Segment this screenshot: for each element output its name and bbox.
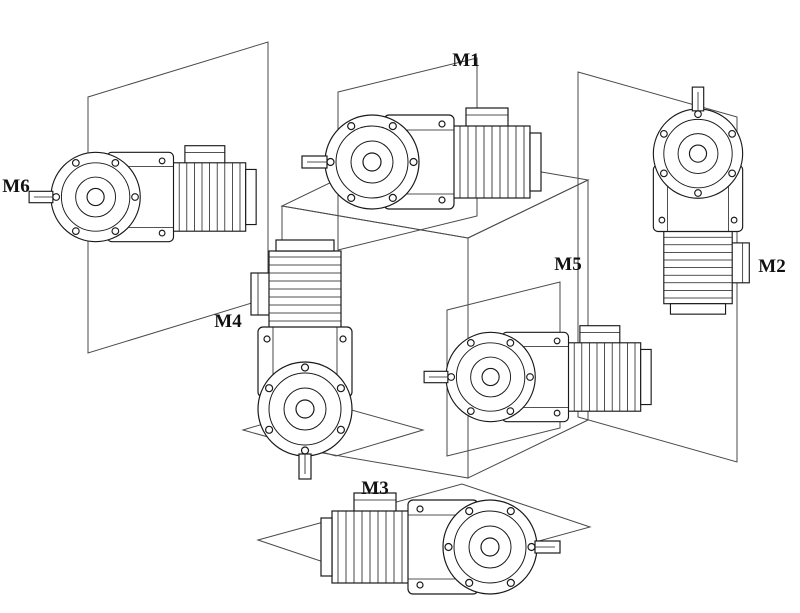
gearmotor-m3 xyxy=(320,492,561,595)
gearmotor-m4 xyxy=(250,239,353,480)
gearmotor-m2 xyxy=(652,86,750,315)
mounting-plane-m5 xyxy=(446,281,561,457)
gearmotor-m6 xyxy=(28,145,257,243)
label-m4: M4 xyxy=(214,311,242,332)
label-m1: M1 xyxy=(452,50,479,71)
label-m5: M5 xyxy=(554,254,581,275)
label-m3: M3 xyxy=(361,478,388,499)
mounting-plane-m2 xyxy=(577,71,738,463)
gearmotor-m5 xyxy=(423,325,652,423)
label-m6: M6 xyxy=(2,176,29,197)
label-m2: M2 xyxy=(758,256,785,277)
mounting-plane-m1 xyxy=(337,57,478,251)
